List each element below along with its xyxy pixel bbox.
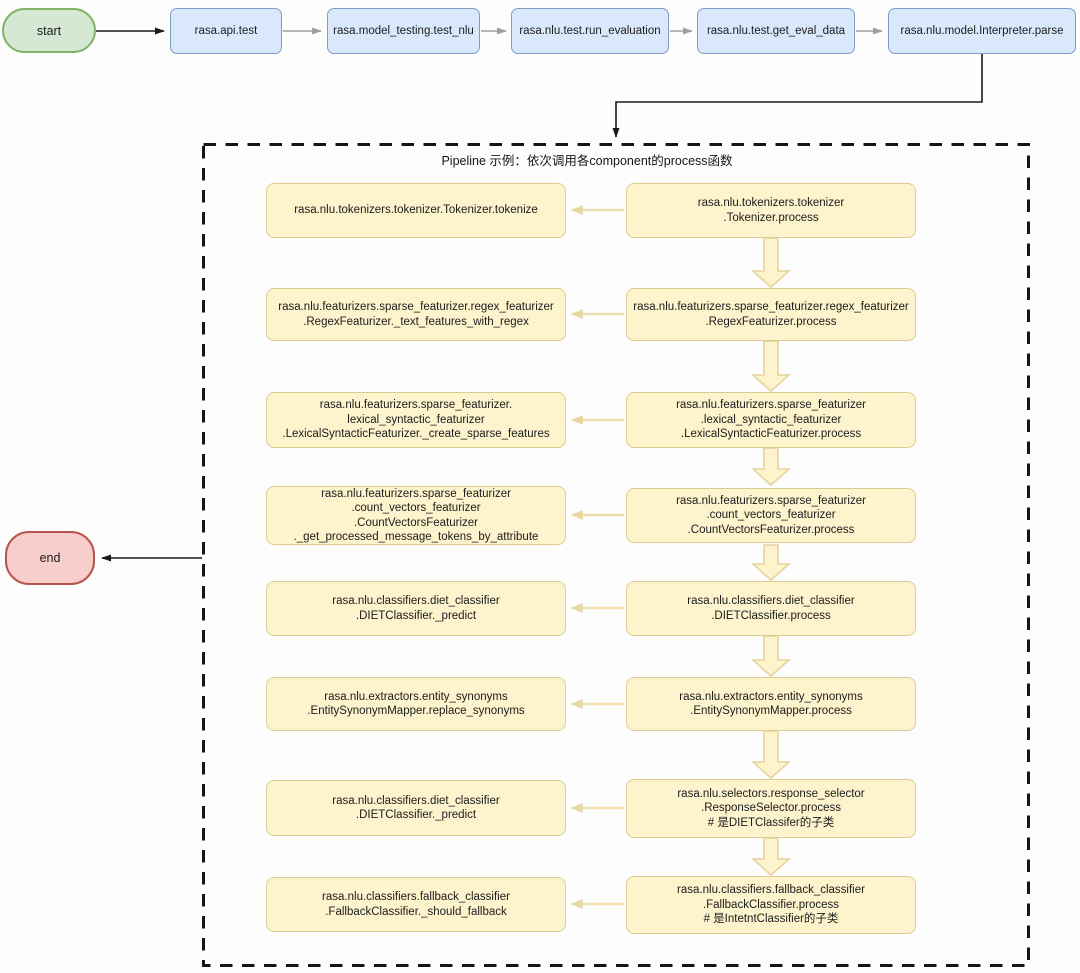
pipeline-left-node-6: rasa.nlu.extractors.entity_synonyms.Enti… (266, 677, 566, 731)
pipeline-left-node-8: rasa.nlu.classifiers.fallback_classifier… (266, 877, 566, 932)
block-arrow-row2-row3 (750, 340, 792, 393)
pipeline-right-node-3: rasa.nlu.featurizers.sparse_featurizer.l… (626, 392, 916, 448)
pipeline-right-node-6: rasa.nlu.extractors.entity_synonyms.Enti… (626, 677, 916, 731)
pipeline-right-node-7: rasa.nlu.selectors.response_selector.Res… (626, 779, 916, 838)
block-arrow-row3-row4 (750, 447, 792, 487)
pipeline-left-node-5: rasa.nlu.classifiers.diet_classifier.DIE… (266, 581, 566, 636)
block-arrow-row6-row7 (750, 730, 792, 780)
pipeline-right-node-1: rasa.nlu.tokenizers.tokenizer.Tokenizer.… (626, 183, 916, 238)
flow-step-1: rasa.api.test (170, 8, 282, 54)
start-node: start (2, 8, 96, 53)
pipeline-right-node-8: rasa.nlu.classifiers.fallback_classifier… (626, 876, 916, 934)
arrow-step5-to-pipeline (612, 54, 983, 138)
pipeline-right-node-2: rasa.nlu.featurizers.sparse_featurizer.r… (626, 288, 916, 341)
flow-step-4: rasa.nlu.test.get_eval_data (697, 8, 855, 54)
block-arrow-row7-row8 (750, 837, 792, 877)
flow-step-3: rasa.nlu.test.run_evaluation (511, 8, 669, 54)
end-node: end (5, 531, 95, 585)
pipeline-dashed-border (202, 143, 1030, 967)
pipeline-left-node-7: rasa.nlu.classifiers.diet_classifier.DIE… (266, 780, 566, 836)
pipeline-left-node-3: rasa.nlu.featurizers.sparse_featurizer.l… (266, 392, 566, 448)
pipeline-left-node-4: rasa.nlu.featurizers.sparse_featurizer.c… (266, 486, 566, 545)
flow-step-5: rasa.nlu.model.Interpreter.parse (888, 8, 1076, 54)
pipeline-right-node-4: rasa.nlu.featurizers.sparse_featurizer.c… (626, 488, 916, 543)
pipeline-right-node-5: rasa.nlu.classifiers.diet_classifier.DIE… (626, 581, 916, 636)
block-arrow-row1-row2 (750, 237, 792, 289)
flow-step-2: rasa.model_testing.test_nlu (327, 8, 480, 54)
pipeline-title: Pipeline 示例：依次调用各component的process函数 (441, 154, 733, 168)
block-arrow-row4-row5 (750, 544, 792, 582)
pipeline-left-node-1: rasa.nlu.tokenizers.tokenizer.Tokenizer.… (266, 183, 566, 238)
pipeline-left-node-2: rasa.nlu.featurizers.sparse_featurizer.r… (266, 288, 566, 341)
block-arrow-row5-row6 (750, 635, 792, 678)
